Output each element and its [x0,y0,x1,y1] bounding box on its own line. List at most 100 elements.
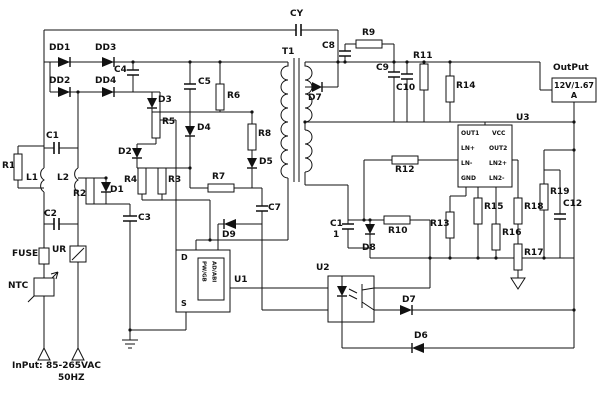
label-ntc: NTC [8,281,29,291]
label-r1: R1 [2,161,16,171]
label-dd1: DD1 [49,43,71,53]
resistor-r12 [391,155,419,165]
resistor-r13 [445,211,455,239]
diode-d8 [365,224,375,235]
label-c11-line1: C1 [330,219,343,229]
resistor-r7 [207,183,235,193]
resistor-r1 [13,153,23,181]
capacitor-c2 [53,218,60,230]
label-r2: R2 [73,189,87,199]
output-label: OutPut [553,63,589,73]
u3-pin-gnd: GND [461,175,476,182]
capacitors [53,24,566,230]
label-l1: L1 [26,173,38,183]
label-c10: C10 [396,83,416,93]
label-d5: D5 [259,157,273,167]
label-t1: T1 [282,47,295,57]
label-d1: D1 [110,185,124,195]
label-c12: C12 [563,199,583,209]
diode-dd3 [102,57,115,67]
capacitor-c12 [554,213,566,220]
capacitor-cy [295,24,302,36]
label-dd4: DD4 [95,76,117,86]
label-r14: R14 [456,81,476,91]
resistor-r19 [539,183,549,211]
diode-d3 [147,98,157,109]
resistor-r3 [157,167,167,195]
label-r5: R5 [162,117,176,127]
label-c2: C2 [44,209,57,219]
u3-chip [457,124,513,188]
junction-dots [76,60,576,332]
resistor-r4 [137,167,147,195]
label-r3: R3 [168,175,182,185]
u3-pin-out1: OUT1 [461,130,480,137]
diodes [58,57,424,353]
resistor-r8 [247,123,257,151]
resistor-r11 [419,63,429,91]
label-r10: R10 [388,226,408,236]
label-c9: C9 [376,63,389,73]
label-d7-top: D7 [308,93,322,103]
label-u3: U3 [516,113,530,123]
label-d7-bottom: D7 [402,295,416,305]
u3-pin-ln2-plus: LN2+ [489,160,508,167]
capacitor-c5 [184,83,196,90]
choke-l1-l2 [40,167,79,193]
label-dd2: DD2 [49,76,71,86]
resistor-r16 [491,223,501,251]
label-c4: C4 [114,65,127,75]
ntc-body [33,277,55,297]
label-l2: L2 [57,173,69,183]
input-frequency: 50HZ [58,373,85,383]
label-r8: R8 [258,129,272,139]
label-d9: D9 [222,230,236,240]
diode-d6 [411,343,424,353]
label-d6: D6 [414,331,428,341]
ground-bars [122,339,138,349]
u3-pin-ln-plus: LN+ [461,145,475,152]
label-c8: C8 [322,41,335,51]
resistor-r6 [215,83,225,111]
input-voltage: 85-265VAC [46,361,101,371]
label-r12: R12 [395,165,415,175]
resistor-r9 [355,39,383,49]
input-arrow-neutral [71,346,85,361]
resistor-r2 [85,177,95,205]
label-d4: D4 [197,123,211,133]
capacitor-c7 [256,205,268,212]
label-r16: R16 [502,228,522,238]
fuse-body [38,247,50,265]
label-r18: R18 [524,202,544,212]
label-r13: R13 [430,219,450,229]
output-value: 12V/1.67A [554,81,594,100]
label-d8: D8 [362,243,376,253]
label-ur: UR [52,245,67,255]
capacitor-c1 [53,142,60,154]
capacitor-c3 [123,215,137,222]
label-d3: D3 [158,95,172,105]
transformer-t1 [280,58,313,182]
resistor-r18 [513,197,523,225]
diode-d5 [247,158,257,169]
resistor-r17 [513,243,523,271]
label-d2: D2 [118,147,132,157]
u1-inner-text-2: AD/ABI [210,261,217,283]
input-label: InPut: [12,361,43,371]
capacitor-c11 [342,223,354,230]
label-r15: R15 [484,202,504,212]
diode-dd1 [58,57,71,67]
label-fuse: FUSE [12,249,39,259]
capacitor-c10 [401,73,413,80]
label-cy: CY [290,9,304,19]
label-c3: C3 [138,213,151,223]
component-boxes [33,245,87,297]
label-r6: R6 [227,91,241,101]
resistors [13,39,549,271]
diode-d7-bottom [400,305,413,315]
u3-pin-ln-minus: LN- [461,160,473,167]
label-c1: C1 [46,131,59,141]
label-r11: R11 [413,51,433,61]
label-c7: C7 [268,203,281,213]
